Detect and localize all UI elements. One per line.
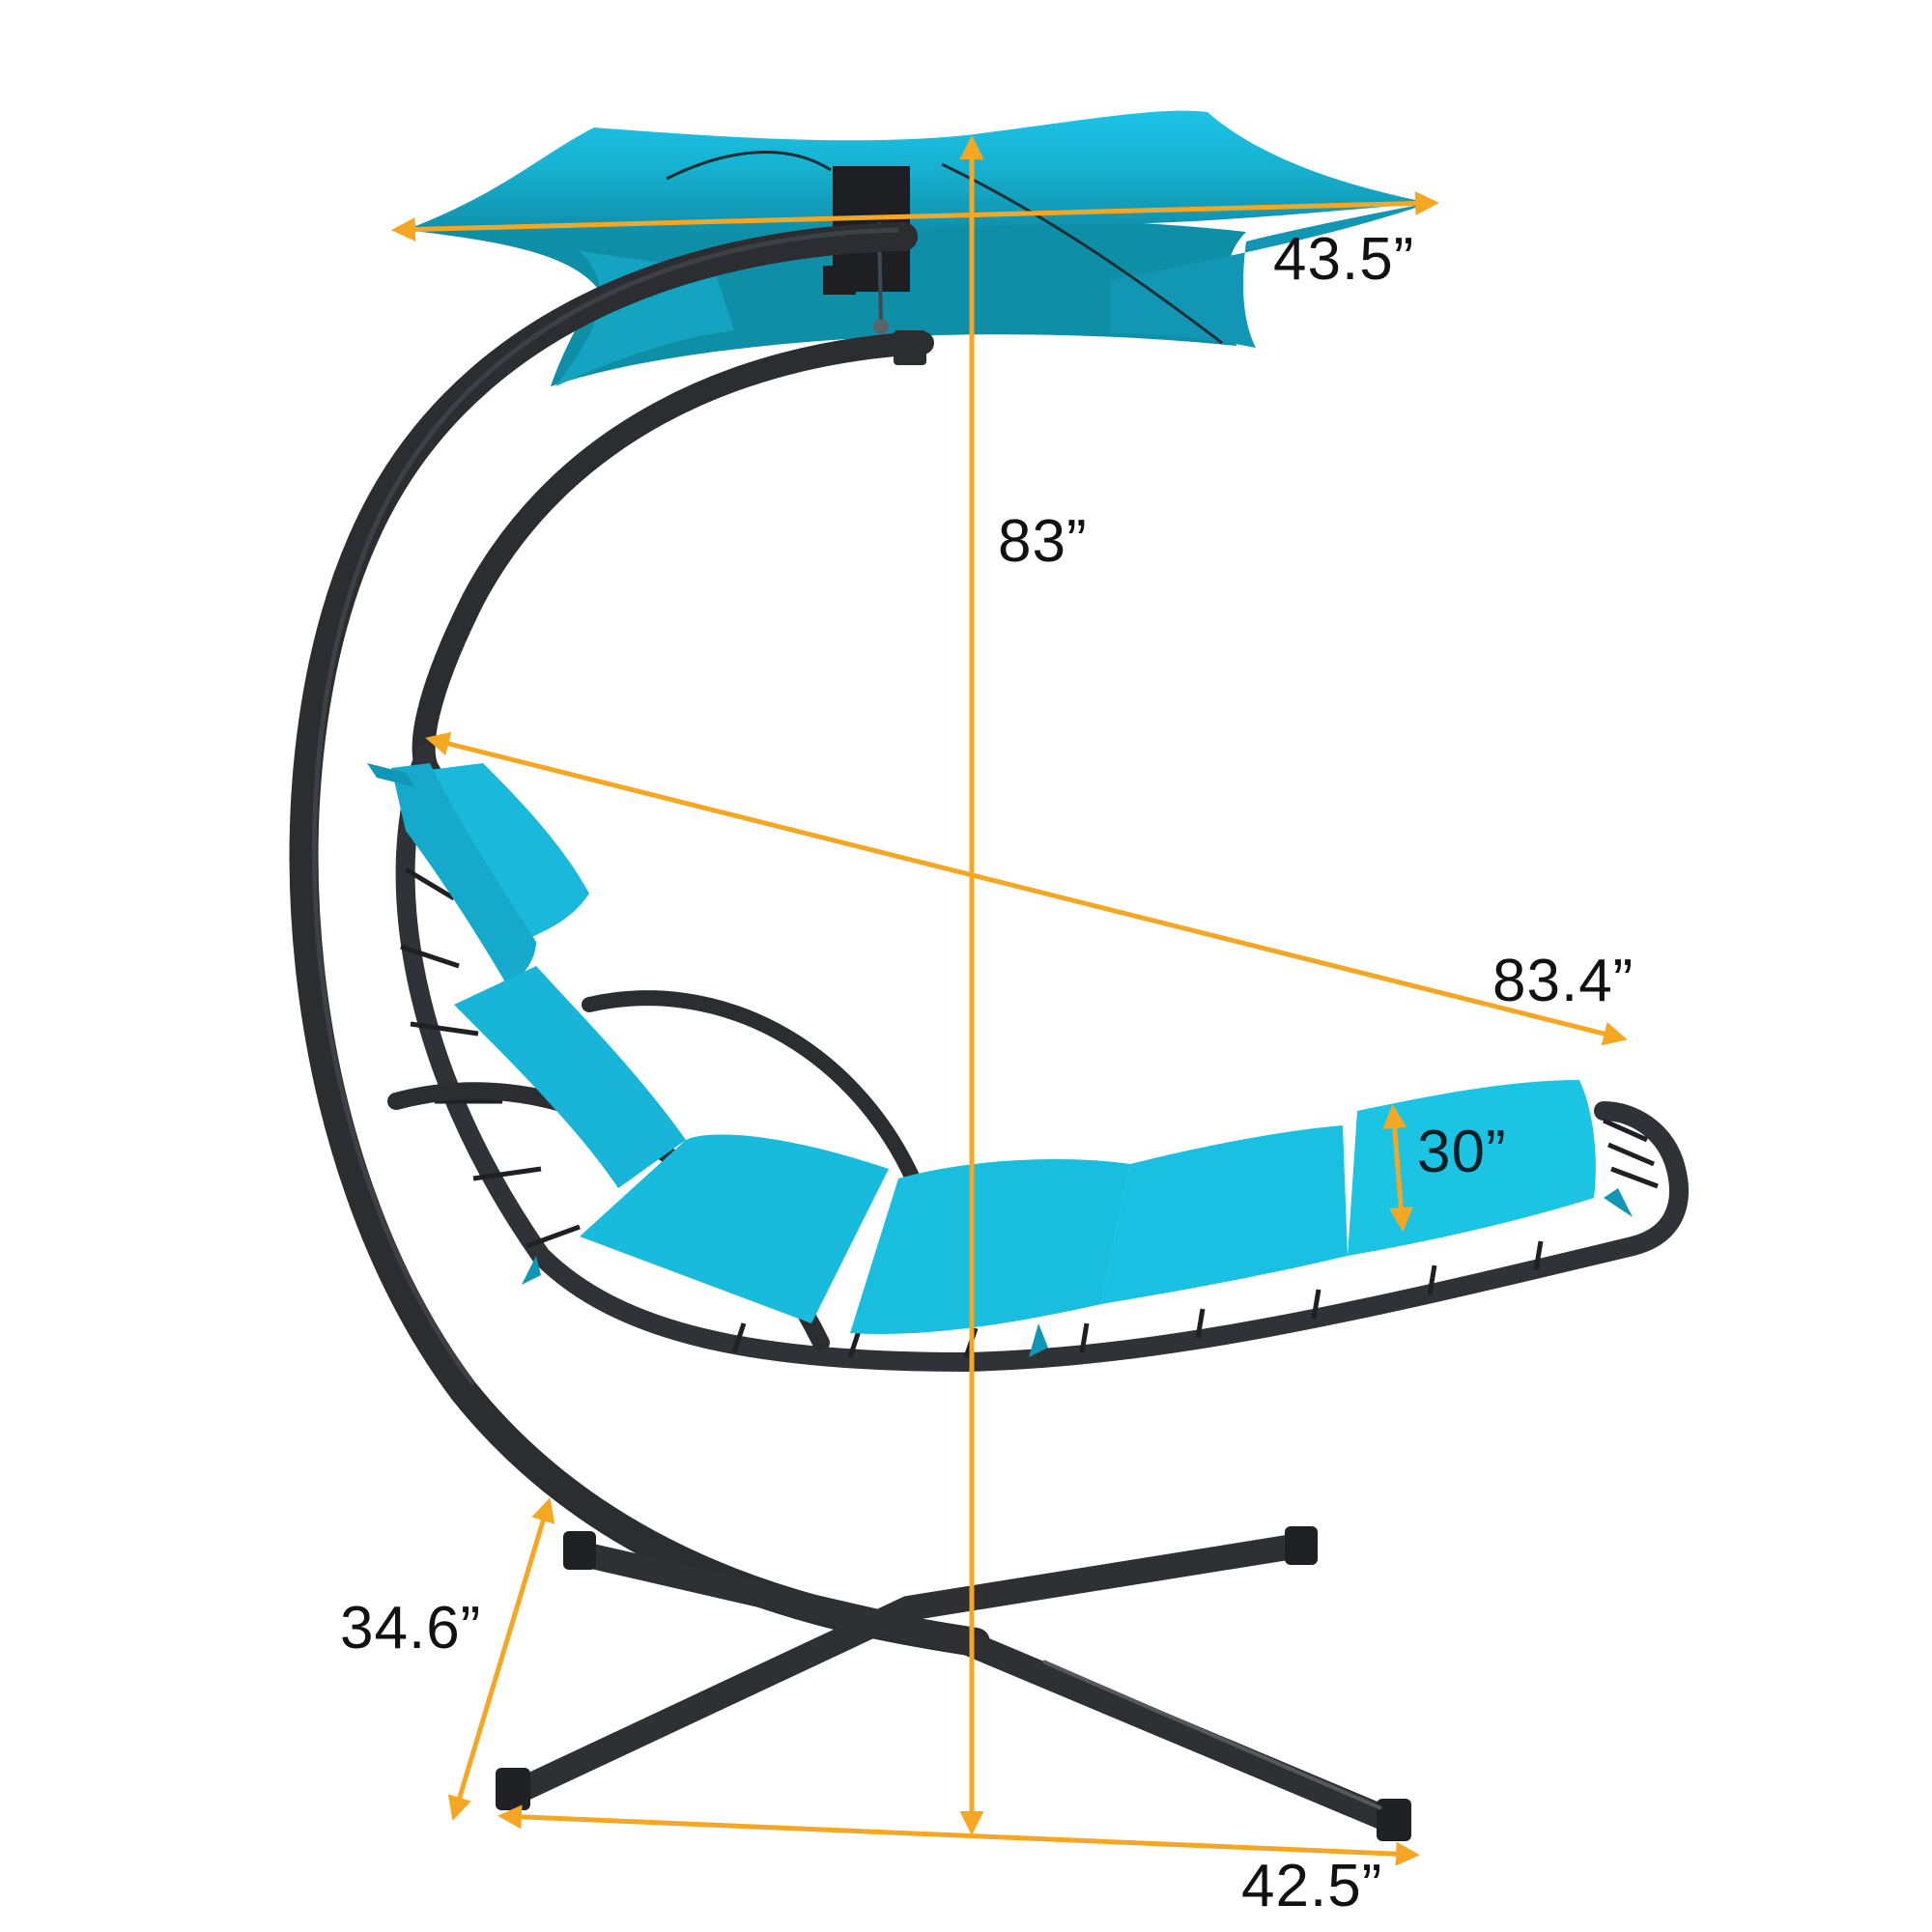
base-leg-highlight [1042, 1660, 1382, 1810]
canopy-mount-clamp [823, 266, 856, 295]
base-leg-front-left [504, 1533, 1312, 1804]
label-cushion-width: 30” [1417, 1119, 1507, 1185]
cushion-seat-section [850, 1159, 1130, 1334]
foot-cap-front-left [496, 1768, 530, 1810]
lounger-frame-rail [395, 744, 1689, 1373]
arrow-cushion-width [1382, 1104, 1413, 1232]
label-base-depth: 34.6” [340, 1595, 482, 1662]
cushion-lower-back-section [580, 1134, 889, 1323]
cushion-leg-section [1101, 1125, 1348, 1304]
cushion-tie-middle [1029, 1323, 1048, 1357]
canopy-left-drape [555, 251, 734, 386]
arrow-canopy-width [391, 191, 1439, 242]
x-base [496, 1526, 1411, 1841]
headrest-strap [367, 763, 415, 787]
dimension-arrows [391, 135, 1628, 1866]
foot-cap-back-right [1285, 1526, 1318, 1565]
outer-arc-highlight [311, 227, 899, 1386]
cushion-tie-left [522, 1256, 541, 1285]
arrow-lounger-length [425, 731, 1628, 1046]
canopy-rib-left [666, 151, 832, 181]
label-canopy-width: 43.5” [1273, 226, 1415, 293]
inner-arc-end-cap [894, 330, 926, 365]
label-overall-height: 83” [998, 508, 1088, 575]
foot-cap-front-right [1377, 1799, 1411, 1841]
canopy-right-drape [1111, 203, 1430, 348]
hook-ring [873, 319, 889, 334]
arrow-base-depth [447, 1497, 555, 1821]
cushion-tie-foot [1604, 1188, 1633, 1217]
foot-cap-back-left [563, 1531, 596, 1570]
arrow-base-width [497, 1804, 1420, 1866]
label-base-width: 42.5” [1241, 1853, 1383, 1919]
label-lounger-length: 83.4” [1492, 948, 1634, 1014]
inner-arc-tube [412, 331, 934, 784]
lounger [367, 744, 1689, 1373]
